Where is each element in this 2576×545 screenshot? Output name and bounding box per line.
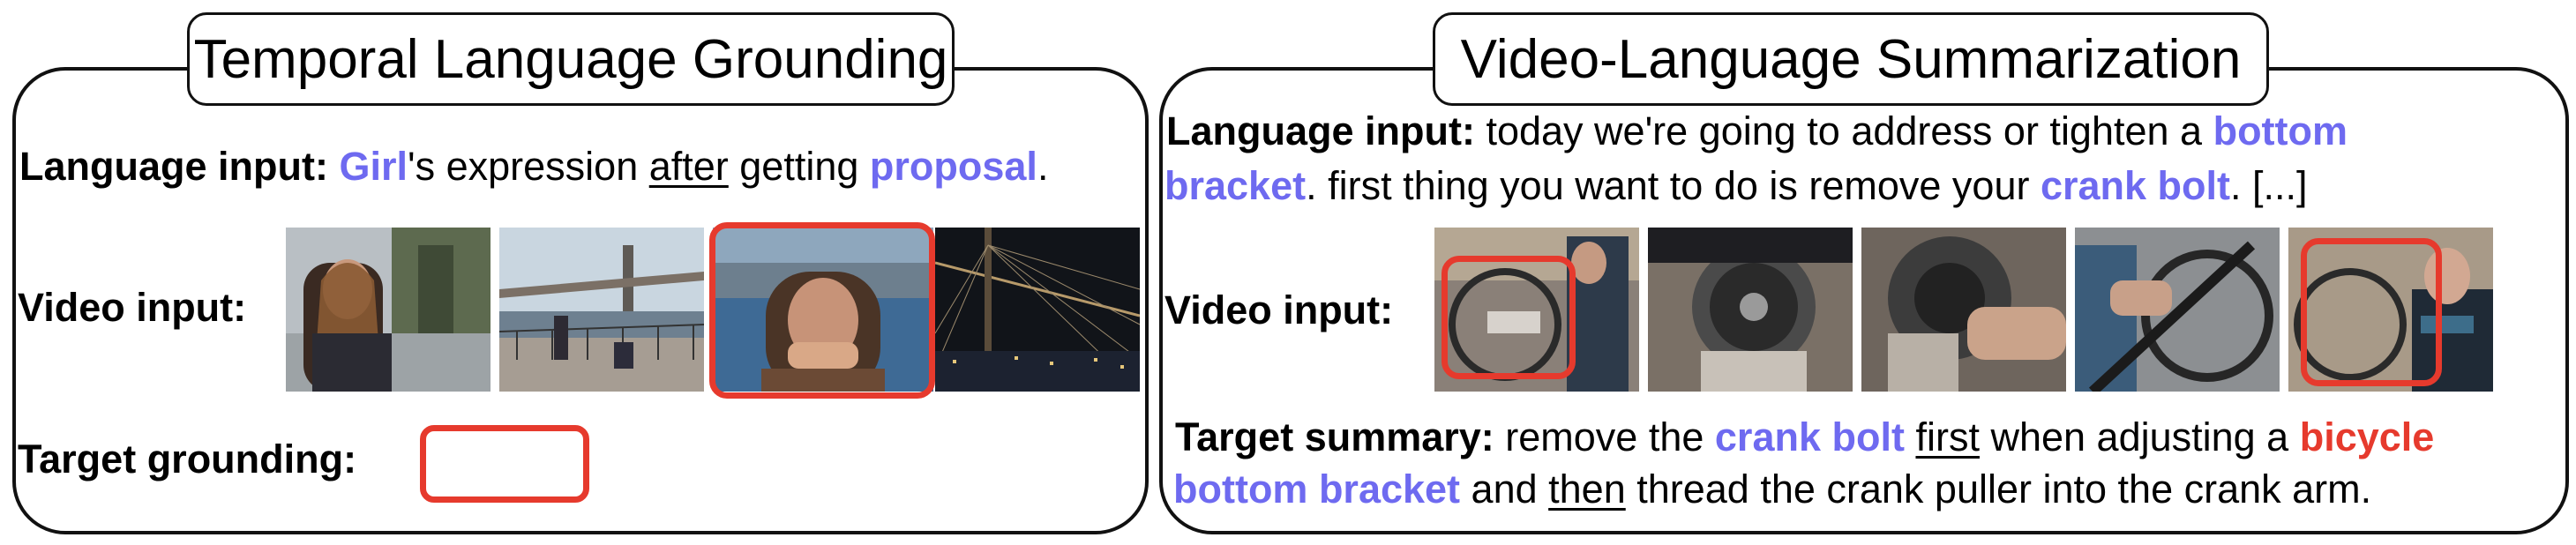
video-frame-1 (286, 228, 490, 392)
right-language-input-line2: bracket. first thing you want to do is r… (1164, 163, 2308, 208)
highlight-bracket: bracket (1164, 163, 1307, 208)
video-frame-5 (1434, 228, 1639, 392)
target-grounding-label: Target grounding: (18, 437, 357, 482)
video-frame-9 (2288, 228, 2493, 392)
video-frame-4 (935, 228, 1140, 392)
left-panel-title: Temporal Language Grounding (187, 12, 955, 106)
right-video-input-label: Video input: (1164, 287, 1394, 332)
video-frame-6 (1648, 228, 1853, 392)
grounded-frame-highlight (709, 222, 935, 399)
language-input-label: Language input: (1166, 108, 1475, 153)
video-frame-2 (499, 228, 704, 392)
emphasis-bicycle: bicycle (2299, 414, 2435, 459)
target-summary-line2: bottom bracket and then thread the crank… (1173, 467, 2372, 511)
summary-frame-highlight-2 (2301, 238, 2442, 386)
underline-after: after (648, 144, 729, 189)
highlight-crank-bolt: crank bolt (2040, 163, 2231, 208)
underline-first: first (1915, 414, 1980, 459)
target-grounding-box (420, 425, 589, 503)
right-panel-title: Video-Language Summarization (1433, 12, 2269, 106)
video-frame-8 (2075, 228, 2280, 392)
underline-then: then (1548, 467, 1626, 511)
summary-highlight-crank-bolt: crank bolt (1714, 414, 1905, 459)
right-language-input-line1: Language input: today we're going to add… (1166, 108, 2348, 153)
left-video-input-label: Video input: (18, 285, 247, 330)
video-frame-7 (1861, 228, 2066, 392)
language-input-label: Language input: (19, 144, 328, 189)
highlight-proposal: proposal (869, 144, 1037, 189)
summary-frame-highlight-1 (1442, 256, 1576, 379)
highlight-bottom: bottom (2213, 108, 2348, 153)
video-frame-3 (713, 228, 933, 392)
left-language-input: Language input: Girl's expression after … (19, 144, 1049, 189)
highlight-girl: Girl (339, 144, 408, 189)
target-summary-label: Target summary: (1175, 414, 1494, 459)
summary-highlight-bottom-bracket: bottom bracket (1173, 467, 1461, 511)
target-summary-line1: Target summary: remove the crank bolt fi… (1175, 414, 2435, 459)
